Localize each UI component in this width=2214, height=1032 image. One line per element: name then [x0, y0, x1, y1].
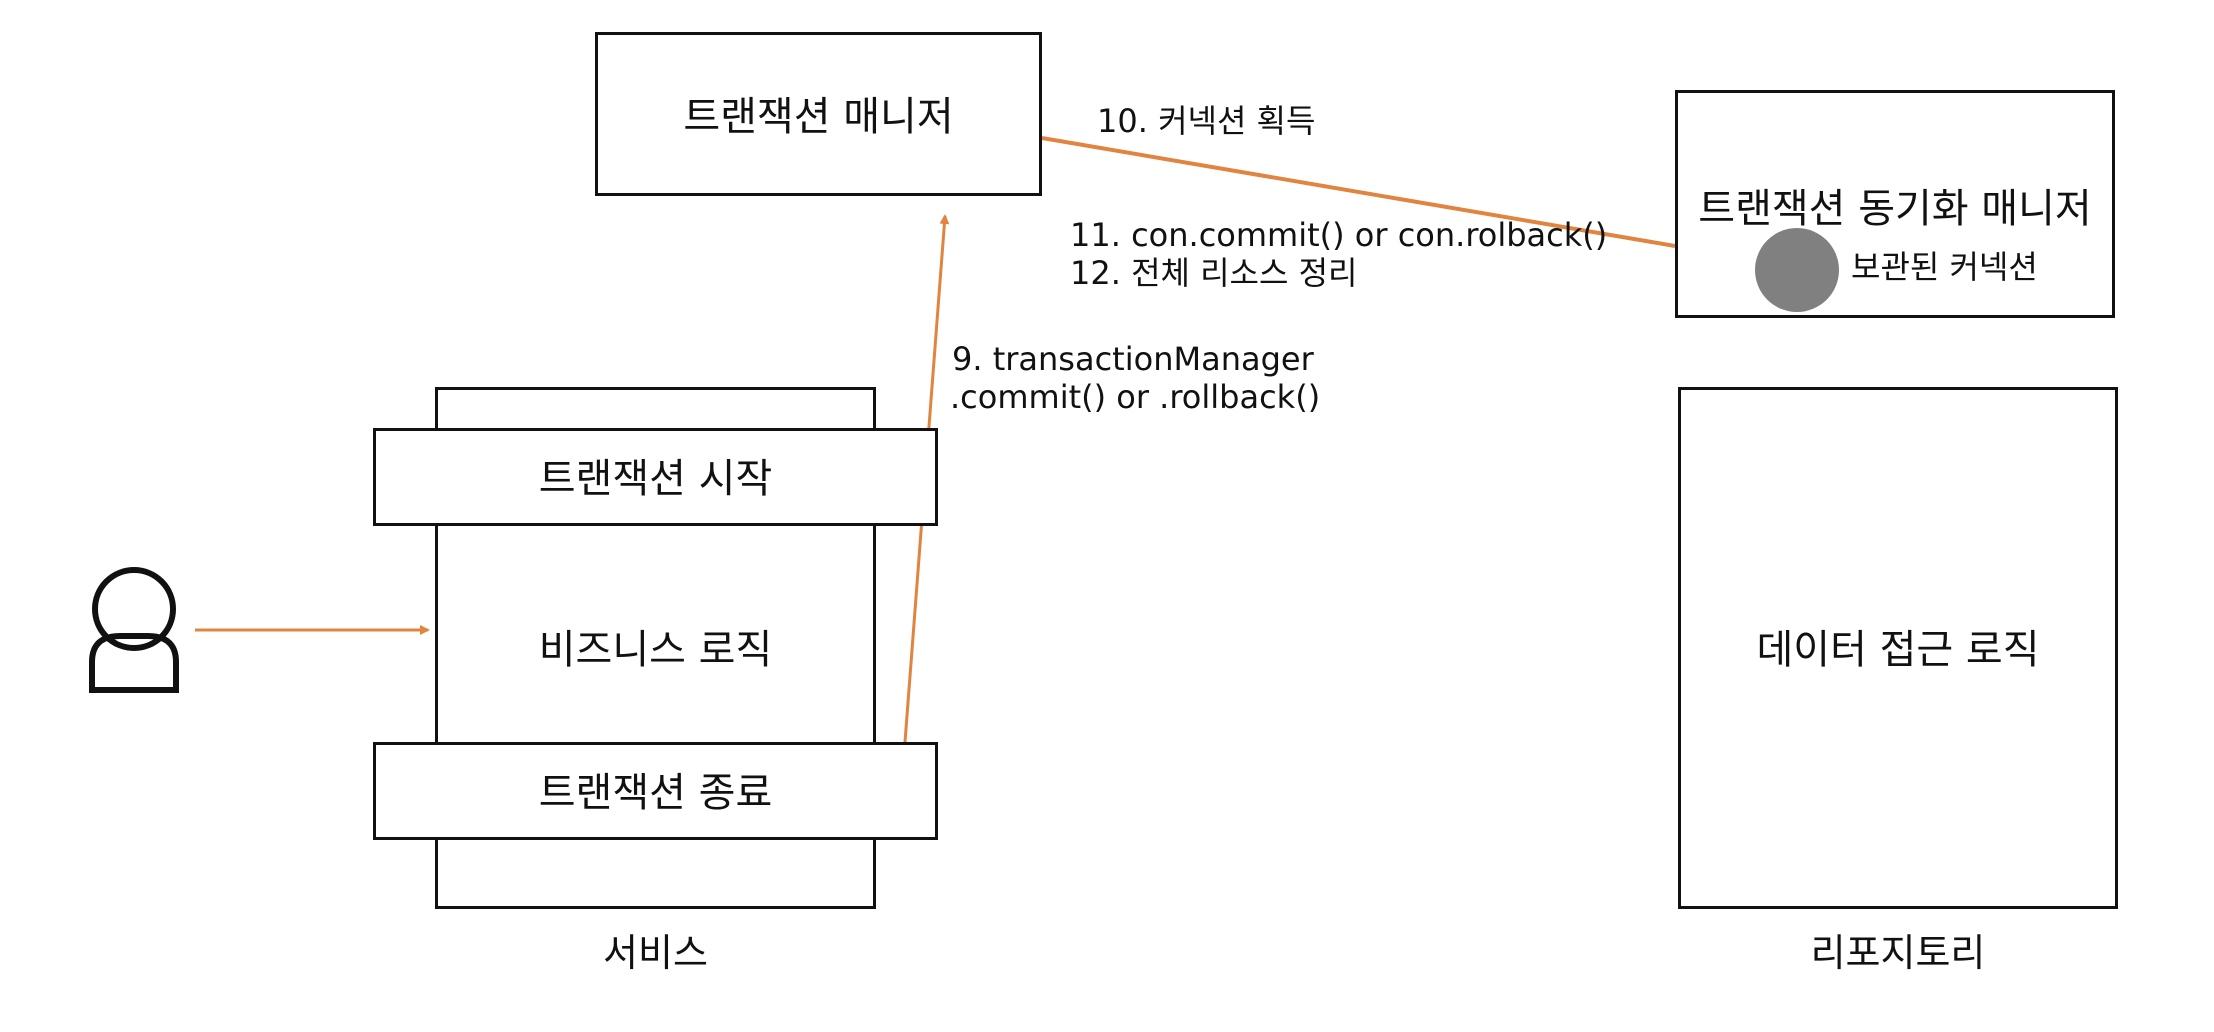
user-icon — [89, 567, 179, 693]
tx-end-box: 트랜잭션 종료 — [373, 742, 938, 840]
transaction-manager-box: 트랜잭션 매니저 — [595, 32, 1042, 196]
step-10-label: 10. 커넥션 획득 — [1097, 102, 1316, 140]
service-caption: 서비스 — [603, 931, 708, 975]
tx-manager-to-sync-manager-line — [1041, 136, 1676, 248]
business-logic-label: 비즈니스 로직 — [538, 627, 773, 673]
step-9-line-1: 9. transactionManager — [952, 340, 1314, 378]
tx-start-label: 트랜잭션 시작 — [538, 456, 773, 502]
repository-caption: 리포지토리 — [1810, 931, 1986, 975]
step-11-label: 11. con.commit() or con.rolback() — [1070, 216, 1608, 254]
stored-connection-label: 보관된 커넥션 — [1851, 248, 2038, 286]
transaction-manager-label: 트랜잭션 매니저 — [683, 94, 954, 140]
sync-manager-box: 트랜잭션 동기화 매니저 보관된 커넥션 — [1675, 90, 2115, 318]
step-9-line-2: .commit() or .rollback() — [950, 378, 1321, 416]
tx-end-label: 트랜잭션 종료 — [538, 770, 773, 816]
sync-manager-label: 트랜잭션 동기화 매니저 — [1698, 186, 2092, 232]
tx-start-box: 트랜잭션 시작 — [373, 428, 938, 526]
data-access-logic-label: 데이터 접근 로직 — [1756, 627, 2040, 673]
step-12-label: 12. 전체 리소스 정리 — [1070, 254, 1358, 292]
repository-box: 데이터 접근 로직 — [1678, 387, 2118, 909]
stored-connection-circle — [1755, 228, 1839, 312]
